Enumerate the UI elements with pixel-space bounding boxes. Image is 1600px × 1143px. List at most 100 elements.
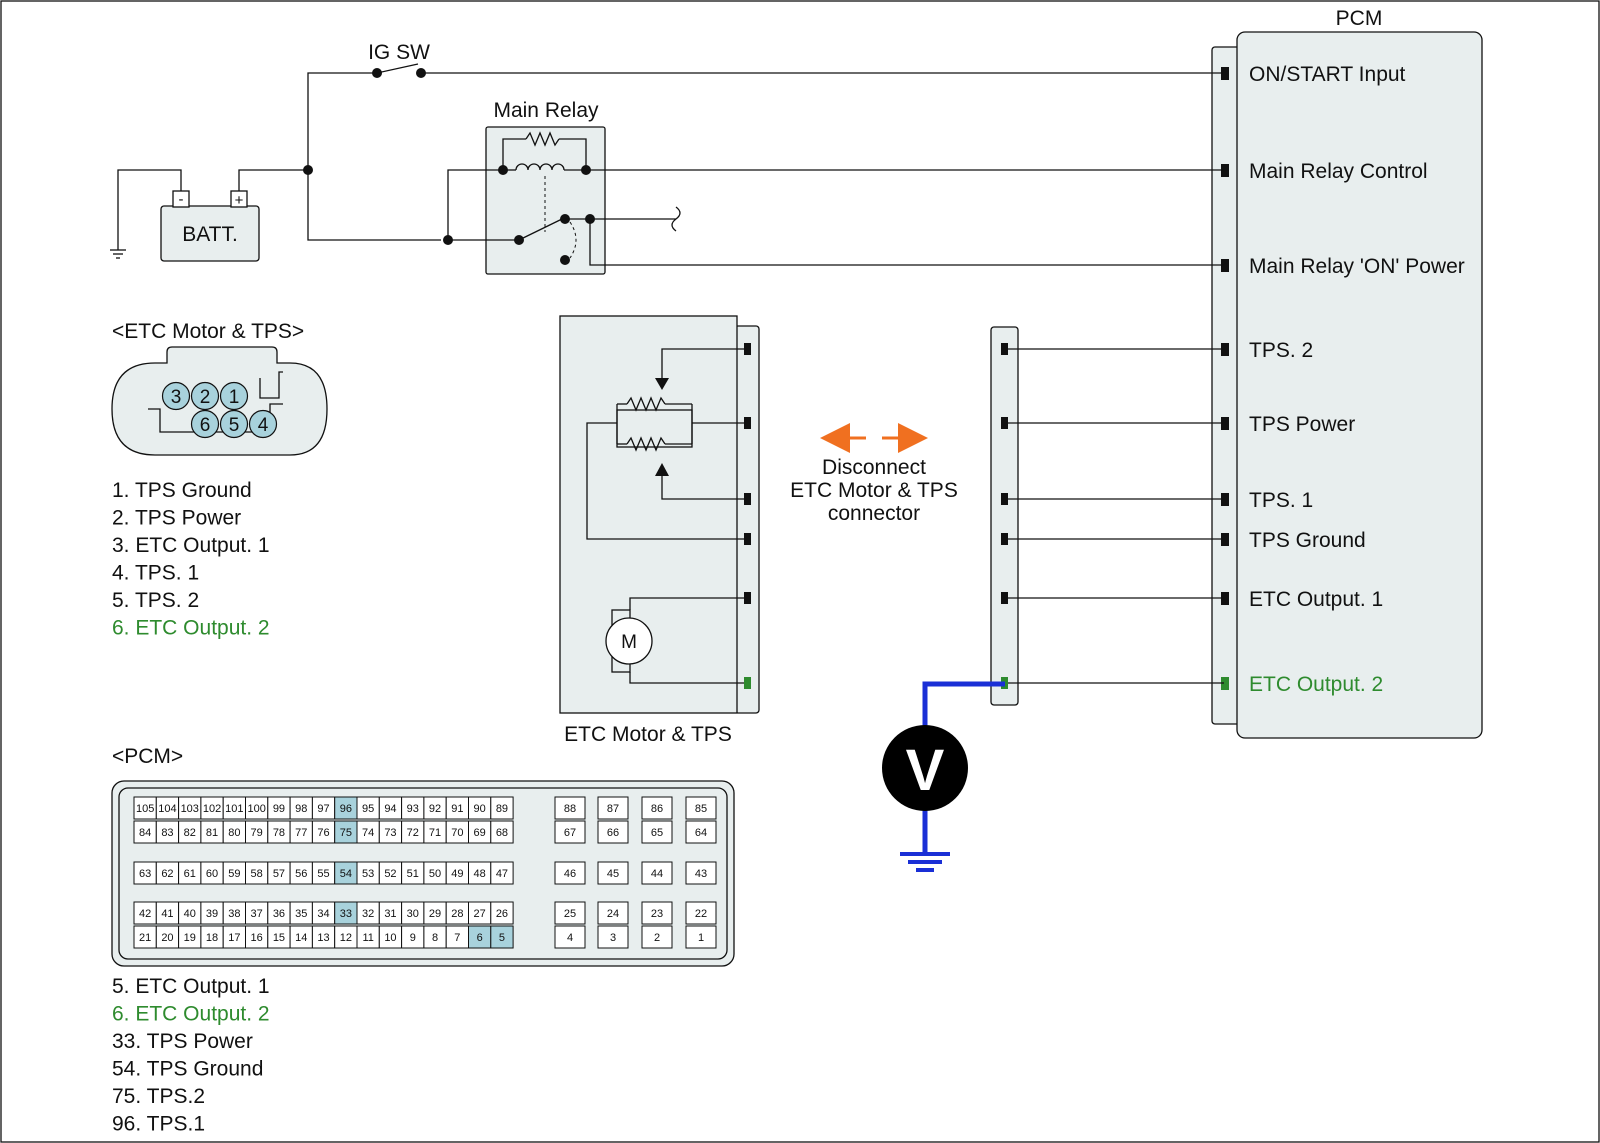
- pcm-terminal-number: 100: [247, 803, 265, 815]
- pcm-pin-label: ON/START Input: [1249, 63, 1406, 86]
- etc-connector-pin-number: 5: [229, 415, 240, 436]
- main-relay-label: Main Relay: [493, 99, 599, 122]
- pcm-terminal-number: 93: [407, 803, 419, 815]
- pcm-terminal-number: 44: [651, 868, 663, 880]
- pcm-terminal-number: 45: [607, 868, 619, 880]
- etc-connector-pin-number: 6: [200, 415, 211, 436]
- pcm-terminal-number: 32: [362, 908, 374, 920]
- pcm-connector-title: <PCM>: [112, 745, 183, 768]
- etc-connector-pin: [248, 409, 278, 439]
- pcm-terminal-number: 27: [474, 908, 486, 920]
- pcm-pin-label: TPS. 2: [1249, 339, 1313, 362]
- pcm-terminal-number: 4: [567, 932, 573, 944]
- battery-negative: -: [179, 191, 184, 208]
- pcm-pin-label: Main Relay Control: [1249, 160, 1428, 183]
- pcm-terminal-number: 16: [251, 932, 263, 944]
- pcm-terminal-cell: [490, 925, 514, 949]
- pcm-terminal-number: 14: [295, 932, 307, 944]
- pcm-terminal-number: 17: [228, 932, 240, 944]
- pcm-terminal-number: 64: [695, 827, 707, 839]
- pcm-terminal-number: 39: [206, 908, 218, 920]
- pcm-legend-item: 33. TPS Power: [112, 1030, 253, 1053]
- pcm-terminal-number: 78: [273, 827, 285, 839]
- pcm-terminal-cell: [490, 796, 514, 820]
- etc-module-label: ETC Motor & TPS: [564, 723, 732, 746]
- pcm-terminal-number: 52: [384, 868, 396, 880]
- pcm-terminal-cell: [554, 796, 586, 820]
- pcm-pin-label: ETC Output. 2: [1249, 673, 1383, 696]
- pcm-terminal-number: 56: [295, 868, 307, 880]
- pcm-legend-item: 6. ETC Output. 2: [112, 1003, 270, 1026]
- pcm-terminal-cell: [554, 925, 586, 949]
- pcm-terminal-number: 2: [654, 932, 660, 944]
- pcm-terminal-cell: [597, 861, 629, 885]
- harness-pin: [1001, 592, 1008, 604]
- pcm-terminal-number: 23: [651, 908, 663, 920]
- voltmeter-symbol: V: [906, 738, 945, 803]
- pcm-terminal-number: 59: [228, 868, 240, 880]
- voltmeter: V: [882, 681, 1005, 872]
- pcm-legend-item: 54. TPS Ground: [112, 1058, 263, 1081]
- pcm-terminal-number: 40: [184, 908, 196, 920]
- pcm-terminal-cell: [554, 820, 586, 844]
- etc-legend-item: 2. TPS Power: [112, 507, 241, 530]
- pcm-terminal-number: 48: [474, 868, 486, 880]
- pcm-terminal-number: 46: [564, 868, 576, 880]
- etc-legend-item: 5. TPS. 2: [112, 589, 199, 612]
- pcm-terminal-number: 25: [564, 908, 576, 920]
- etc-connector-pin: [190, 409, 220, 439]
- pcm-terminal-number: 60: [206, 868, 218, 880]
- pcm-terminal-number: 101: [225, 803, 243, 815]
- motor-icon: [605, 617, 653, 665]
- pcm-terminal-cell: [554, 861, 586, 885]
- pcm-terminal-number: 28: [451, 908, 463, 920]
- pcm-terminal-cell: [641, 861, 673, 885]
- pcm-terminal-number: 10: [384, 932, 396, 944]
- pcm-terminal-number: 24: [607, 908, 619, 920]
- pcm-terminal-number: 71: [429, 827, 441, 839]
- pcm-pin-terminal: [1221, 592, 1229, 605]
- pcm-terminal-number: 76: [317, 827, 329, 839]
- pcm-terminal-number: 49: [451, 868, 463, 880]
- disconnect-note: Disconnect ETC Motor & TPS connector: [790, 423, 958, 525]
- pcm-terminal-number: 42: [139, 908, 151, 920]
- etc-connector-pin: [219, 381, 249, 411]
- battery-label: BATT.: [182, 223, 238, 246]
- pcm-pin-terminal: [1221, 343, 1229, 356]
- pcm-terminal-cell: [597, 925, 629, 949]
- pcm-terminal-number: 88: [564, 803, 576, 815]
- pcm-terminal-number: 31: [384, 908, 396, 920]
- etc-connector-pin: [219, 409, 249, 439]
- pcm-terminal-number: 54: [340, 868, 352, 880]
- pcm-terminal-number: 36: [273, 908, 285, 920]
- harness-pin: [1001, 493, 1008, 505]
- etc-connector-pin: [161, 381, 191, 411]
- disconnect-line-1: Disconnect: [822, 456, 926, 479]
- pcm-terminal-number: 62: [161, 868, 173, 880]
- pcm-terminal-cell: [490, 820, 514, 844]
- pcm-terminal-cell: [597, 901, 629, 925]
- pcm-terminal-number: 105: [136, 803, 154, 815]
- pcm-terminal-number: 57: [273, 868, 285, 880]
- pcm-terminal-cell: [685, 861, 717, 885]
- pcm-pin-terminal: [1221, 67, 1229, 80]
- pcm-terminal-number: 63: [139, 868, 151, 880]
- disconnect-line-3: connector: [828, 502, 920, 525]
- pcm-terminal-cell: [641, 901, 673, 925]
- pcm-terminal-number: 80: [228, 827, 240, 839]
- pcm-terminal-number: 6: [477, 932, 483, 944]
- pcm-terminal-number: 75: [340, 827, 352, 839]
- pcm-terminal-number: 51: [407, 868, 419, 880]
- pcm-terminal-number: 69: [474, 827, 486, 839]
- pcm-terminal-number: 98: [295, 803, 307, 815]
- pcm-terminal-cell: [641, 820, 673, 844]
- pcm-terminal-number: 96: [340, 803, 352, 815]
- pcm-terminal-number: 11: [362, 932, 373, 944]
- pcm-pin-terminal: [1221, 677, 1229, 690]
- etc-connector-pin-number: 3: [171, 387, 182, 408]
- pcm-terminal-number: 79: [251, 827, 263, 839]
- pcm-terminal-number: 103: [181, 803, 199, 815]
- pcm-legend-item: 96. TPS.1: [112, 1113, 205, 1136]
